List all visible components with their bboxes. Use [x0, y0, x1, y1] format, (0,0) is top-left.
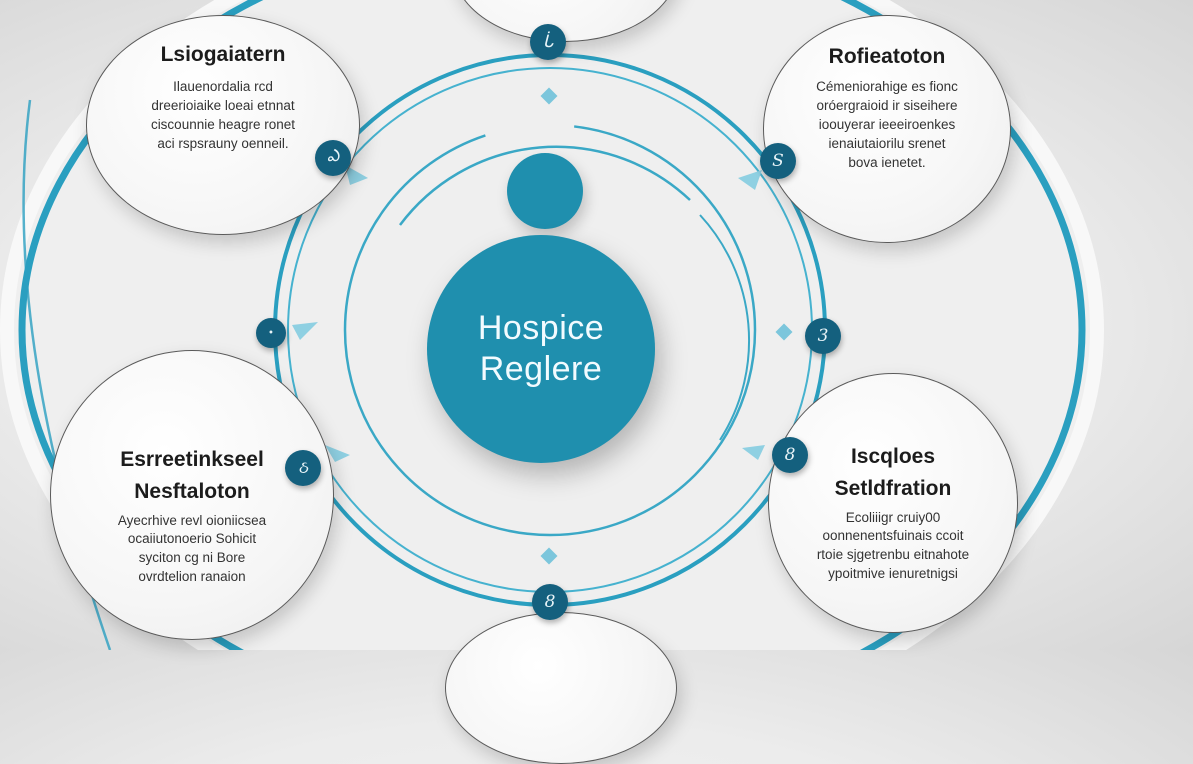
step-badge-bottom-right[interactable]: 8	[772, 437, 808, 473]
step-badge-bottom-left[interactable]: ઠ	[285, 450, 321, 486]
person-head-icon	[507, 153, 583, 229]
arrow-marker-bottom	[540, 547, 558, 565]
arrow-marker-top	[540, 87, 558, 105]
step-badge-right[interactable]: 3	[805, 318, 841, 354]
node-title: Iscqloes	[850, 445, 936, 468]
step-badge-top-right[interactable]: S	[760, 143, 796, 179]
center-title-line2: Reglere	[479, 350, 603, 388]
step-badge-top-left[interactable]: ఎ	[315, 140, 351, 176]
node-bottom-partial	[445, 612, 677, 764]
arrow-marker-right	[775, 323, 793, 341]
hospice-cycle-diagram: Lsiogaiatern Ilauenordalia rcd dreerioia…	[7, 0, 1097, 764]
node-title: Lsiogaiatern	[160, 43, 286, 66]
center-title-line1: Hospice	[477, 309, 605, 348]
node-body: Ilauenordalia rcd dreerioiaike loeai etn…	[150, 79, 296, 151]
step-badge-left[interactable]: •	[256, 318, 286, 348]
inner-ring	[343, 123, 757, 537]
node-body: Ayecrhive revl oioniicsea ocaiiutonoerio…	[117, 512, 267, 585]
center-hub: Hospice Reglere	[427, 235, 655, 463]
node-top-left: Lsiogaiatern Ilauenordalia rcd dreerioia…	[86, 15, 360, 235]
node-body: Cémeniorahige es fionc oróergraioid ir s…	[816, 79, 958, 170]
outer-ring	[18, 0, 1086, 650]
node-title-2: Nesftaloton	[134, 480, 250, 504]
node-body: Ecoliiigr cruiy00 oonnenentsfuinais ccoi…	[816, 509, 970, 582]
node-top-right: Rofieatoton Cémeniorahige es fionc oróer…	[763, 15, 1011, 243]
step-badge-top[interactable]: ᒑ	[530, 24, 566, 60]
node-bottom-right: Iscqloes Setldfration Ecoliiigr cruiy00 …	[768, 373, 1018, 633]
node-bottom-left: Esrreetinkseel Nesftaloton Ayecrhive rev…	[50, 350, 334, 640]
step-badge-bottom[interactable]: 8	[532, 584, 568, 620]
node-title-2: Setldfration	[834, 477, 952, 501]
node-title: Rofieatoton	[828, 45, 946, 68]
node-title: Esrreetinkseel	[120, 448, 264, 471]
arrow-marker-left	[292, 322, 318, 340]
